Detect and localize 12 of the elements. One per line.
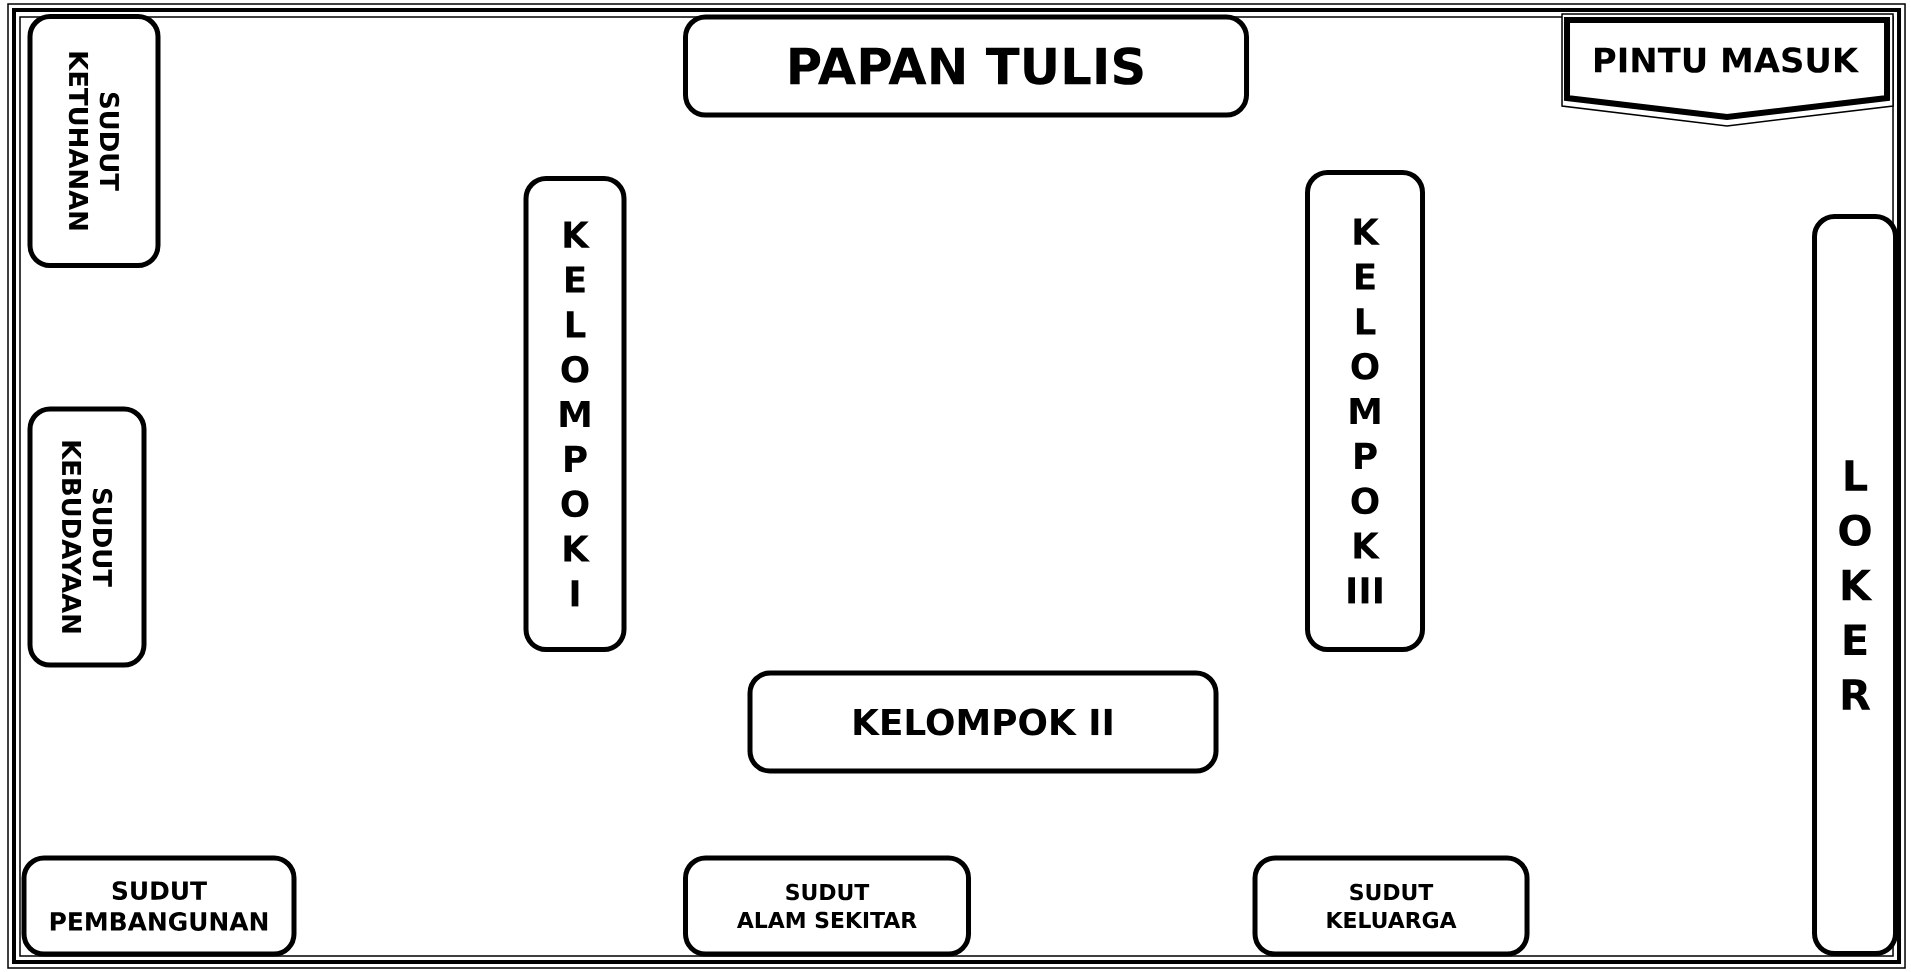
corner-box: SUDUT ALAM SEKITAR	[683, 855, 971, 957]
corner-box: SUDUT KEBUDAYAAN	[27, 406, 147, 668]
group-table: K E L O M P O K III	[1305, 170, 1425, 652]
door-sign: PINTU MASUK	[1561, 13, 1894, 127]
corner-box: SUDUT PEMBANGUNAN	[21, 855, 297, 957]
corner-box: SUDUT KETUHANAN	[27, 14, 161, 268]
locker-box: L O K E R	[1812, 214, 1898, 956]
corner-box: SUDUT KELUARGA	[1252, 855, 1530, 957]
board-box: PAPAN TULIS	[683, 14, 1249, 118]
group-table: K E L O M P O K I	[523, 176, 627, 652]
node-label: PINTU MASUK	[1595, 47, 1860, 73]
group-table: KELOMPOK II	[747, 670, 1219, 774]
